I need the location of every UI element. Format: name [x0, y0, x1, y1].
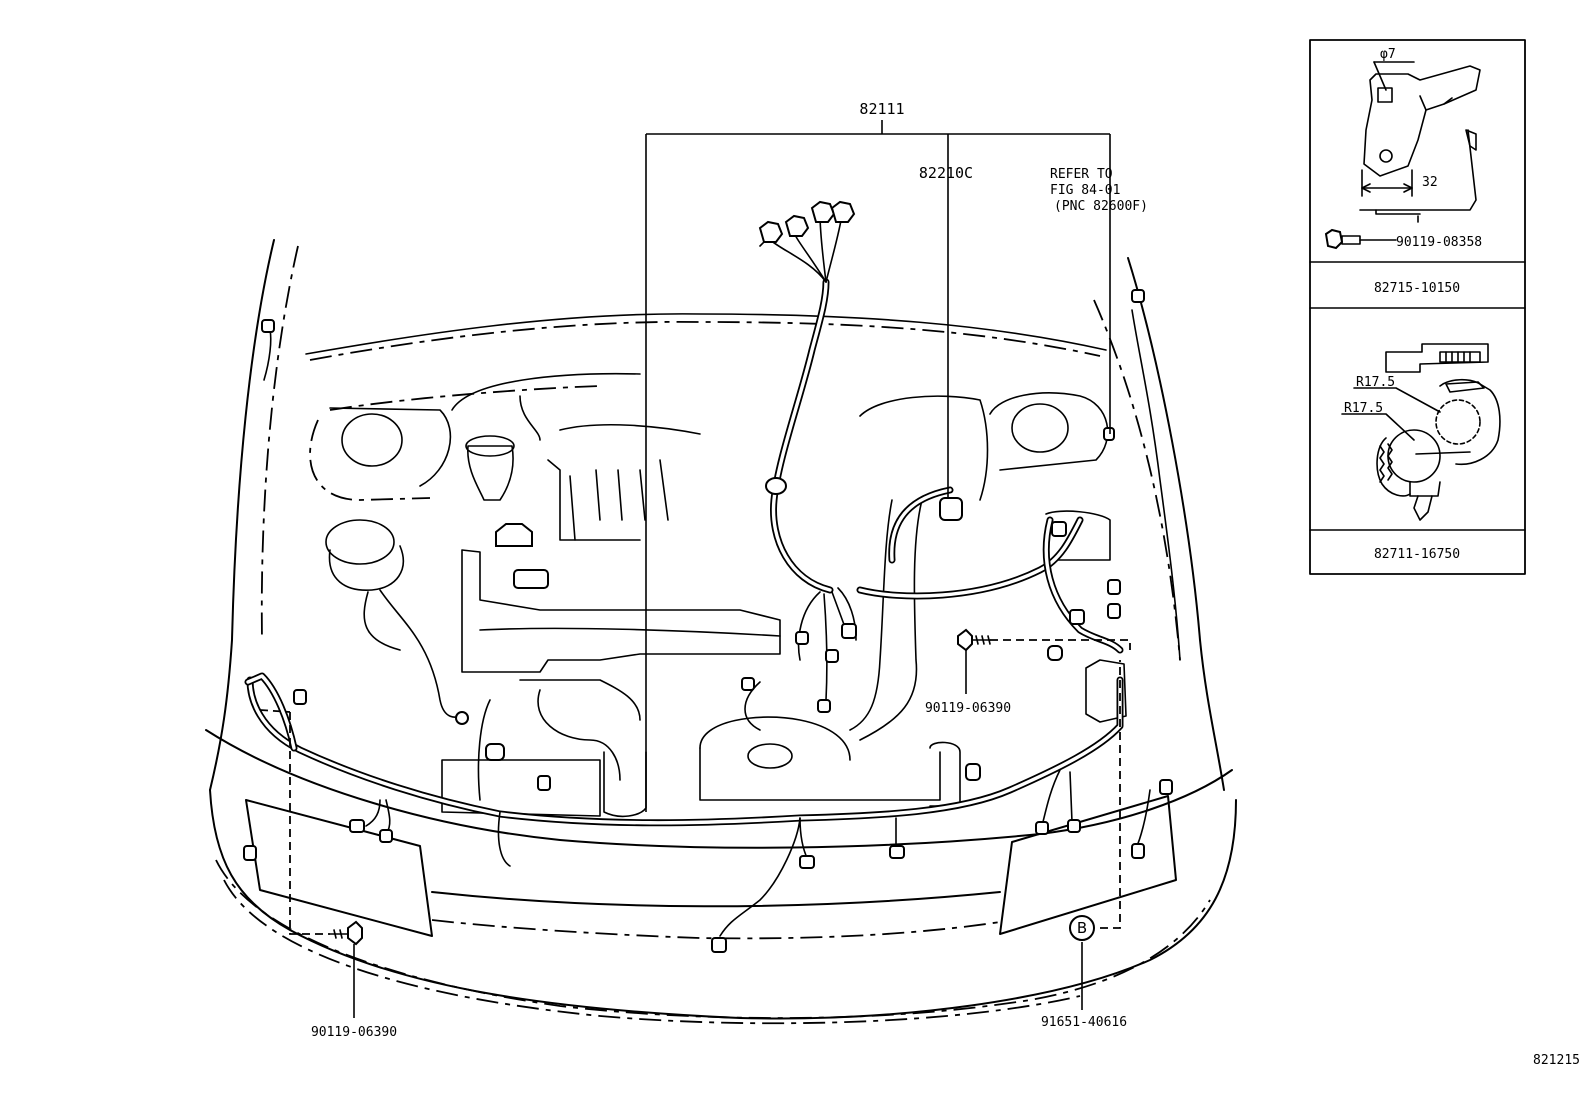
engine-components	[309, 372, 1127, 818]
connector	[243, 845, 257, 861]
vehicle-body-outline	[205, 239, 1237, 1025]
connector	[817, 699, 831, 713]
clip-b-marker: B	[1069, 915, 1095, 941]
callout-labels: 82111 82210C REFER TO FIG 84-01 (PNC 826…	[311, 100, 1580, 1068]
bolt-center-label: 90119-06390	[925, 701, 1011, 716]
grommet	[765, 477, 787, 495]
connector	[825, 649, 839, 663]
connectors	[243, 200, 1173, 953]
connector	[261, 319, 275, 333]
bracket-hole-dimension: φ7	[1380, 47, 1396, 62]
bolt-left-label: 90119-06390	[311, 1025, 397, 1040]
injector-connector	[830, 200, 856, 223]
figure-number: 821215	[1533, 1053, 1580, 1068]
connector	[1131, 289, 1145, 303]
connector	[711, 937, 727, 953]
connector	[1069, 609, 1085, 625]
connector	[795, 631, 809, 645]
refer-line-1: REFER TO	[1050, 167, 1113, 182]
connector	[379, 829, 393, 843]
clip-b-letter: B	[1077, 919, 1087, 937]
inset-panel: φ7 32 90119-08358 82715-10150	[1309, 39, 1526, 575]
clamp-drawing	[1341, 343, 1501, 521]
connector	[455, 711, 469, 725]
connector	[889, 845, 905, 859]
clamp-radius-2: R17.5	[1344, 401, 1383, 416]
bracket-bolt-part: 90119-08358	[1396, 235, 1482, 250]
connector	[1107, 603, 1121, 619]
connector	[485, 743, 505, 761]
connector	[799, 855, 815, 869]
connector	[293, 689, 307, 705]
refer-line-2: FIG 84-01	[1050, 183, 1120, 198]
bolt-center-graphic	[957, 628, 991, 652]
refer-line-3: (PNC 82600F)	[1054, 199, 1148, 214]
connector	[513, 569, 549, 589]
connector	[1107, 579, 1121, 595]
harness-sub-label: 82210C	[919, 164, 973, 182]
connector	[1035, 821, 1049, 835]
bolt-left-graphic	[329, 920, 363, 946]
connector	[1047, 645, 1063, 661]
bracket-part-number: 82715-10150	[1374, 281, 1460, 296]
connector	[1067, 819, 1081, 833]
connector	[1051, 521, 1067, 537]
connector	[741, 677, 755, 691]
harness-main-label: 82111	[859, 100, 904, 118]
clamp-radius-1: R17.5	[1356, 375, 1395, 390]
injector-connector	[784, 214, 810, 237]
connector	[1103, 427, 1115, 441]
connector	[349, 819, 365, 833]
connector	[939, 497, 963, 521]
injector-connector	[758, 220, 784, 243]
connector	[537, 775, 551, 791]
connector	[841, 623, 857, 639]
connector	[1131, 843, 1145, 859]
bracket-drawing	[1359, 61, 1481, 223]
connector	[965, 763, 981, 781]
clamp-part-number: 82711-16750	[1374, 547, 1460, 562]
leader-lines	[259, 120, 1131, 1018]
clip-b-label: 91651-40616	[1041, 1015, 1127, 1030]
bracket-width-dimension: 32	[1422, 175, 1438, 190]
connector	[1159, 779, 1173, 795]
injector-connector	[810, 200, 836, 223]
bracket-bolt-graphic	[1324, 228, 1397, 250]
